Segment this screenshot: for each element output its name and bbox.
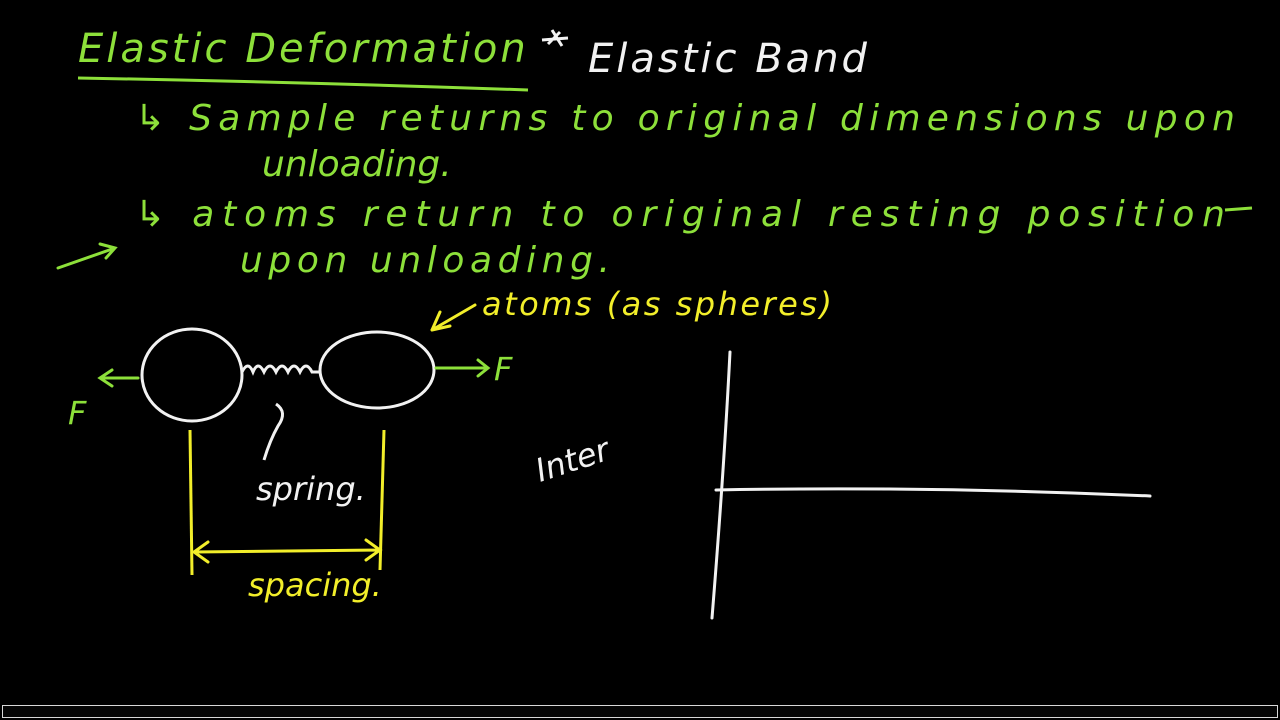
pointer-arrow-icon bbox=[56, 242, 118, 270]
spring-label: spring. bbox=[256, 470, 366, 508]
point2-line2: upon unloading. bbox=[240, 240, 610, 281]
spring-pointer bbox=[262, 402, 284, 461]
trailing-dash bbox=[1224, 206, 1253, 212]
spacing-right-line bbox=[378, 429, 386, 571]
horizontal-scrollbar[interactable] bbox=[0, 702, 1280, 720]
spacing-left-line bbox=[188, 429, 194, 576]
title-underline bbox=[77, 76, 529, 92]
graph-label: Inter bbox=[531, 430, 616, 490]
scribble-mark bbox=[541, 29, 569, 47]
force-arrow-right-icon bbox=[434, 358, 491, 378]
title-text: Elastic Deformation bbox=[78, 26, 529, 72]
force-right-label: F bbox=[494, 350, 513, 388]
graph-y-axis bbox=[710, 350, 732, 620]
spring-coil bbox=[240, 364, 320, 376]
point1-line2: unloading. bbox=[262, 144, 452, 185]
scrollbar-track[interactable] bbox=[2, 705, 1278, 718]
force-arrow-left-icon bbox=[97, 368, 140, 388]
atoms-arrow-icon bbox=[430, 303, 477, 332]
atom-left bbox=[140, 327, 244, 423]
example-text: Elastic Band bbox=[588, 36, 870, 82]
graph-x-axis bbox=[714, 487, 1152, 498]
atoms-note: atoms (as spheres) bbox=[482, 285, 832, 323]
spacing-label: spacing. bbox=[248, 566, 382, 604]
spacing-arrow-icon bbox=[191, 538, 383, 564]
point1-line1: ↳ Sample returns to original dimensions … bbox=[135, 98, 1235, 139]
atom-right bbox=[318, 330, 436, 410]
point2-line1: ↳ atoms return to original resting posit… bbox=[135, 194, 1225, 235]
force-left-label: F bbox=[68, 394, 87, 432]
